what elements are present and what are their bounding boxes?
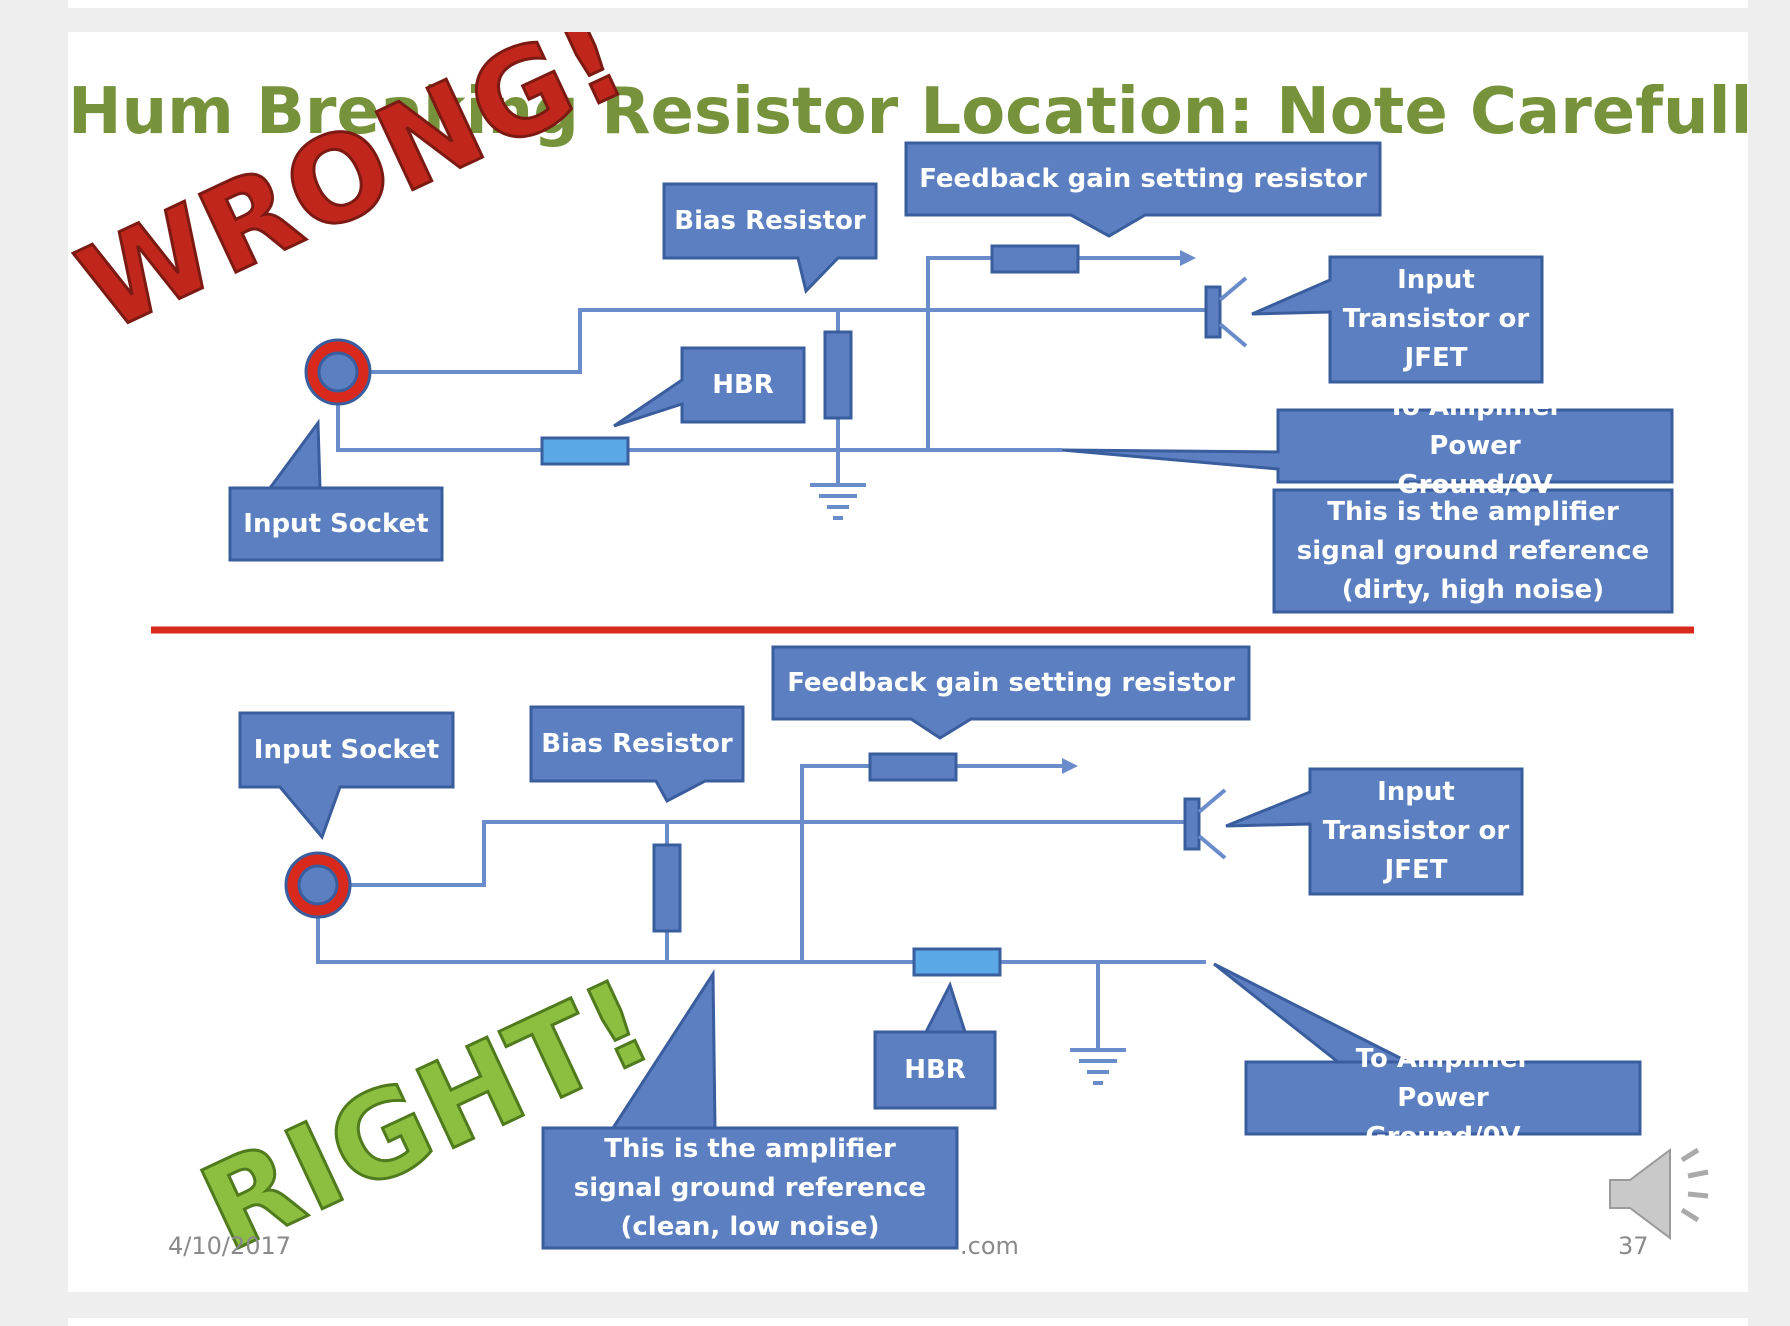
wrong-label-transistor: Input Transistor or JFET <box>1342 265 1530 373</box>
ground-symbol-icon <box>1070 1048 1126 1085</box>
right-hbr-resistor <box>912 947 1002 977</box>
wrong-label-feedback: Feedback gain setting resistor <box>919 163 1367 194</box>
wrong-label-hbr: HBR <box>712 369 774 400</box>
transistor-icon <box>1204 276 1248 348</box>
slide: Hum Breaking Resistor Location: Note Car… <box>68 32 1748 1292</box>
wrong-bias-resistor <box>823 330 853 420</box>
wrong-callout-hbr <box>613 346 806 428</box>
right-callout-signal-ground <box>541 969 959 1250</box>
wrong-callout-power-ground <box>1061 408 1674 484</box>
wrong-label-bias: Bias Resistor <box>674 205 866 236</box>
wrong-hbr-resistor <box>540 436 630 466</box>
slide-title: Hum Breaking Resistor Location: Note Car… <box>68 75 1748 149</box>
wrong-label-power-ground: To Amplifier Power Ground/0V <box>1387 391 1563 500</box>
footer-page-number: 37 <box>1618 1232 1649 1260</box>
right-label-transistor: Input Transistor or JFET <box>1322 777 1510 885</box>
speaker-icon[interactable] <box>1609 1147 1709 1240</box>
footer-website: .com <box>960 1232 1019 1260</box>
right-callout-feedback <box>771 645 1251 740</box>
next-slide-edge <box>68 1318 1748 1326</box>
previous-slide-edge <box>68 0 1748 8</box>
right-callouts <box>238 645 1642 1250</box>
right-bias-resistor <box>652 843 682 933</box>
right-callout-bias <box>529 705 745 804</box>
arrow-right-icon <box>1062 758 1078 774</box>
transistor-icon <box>1183 788 1227 860</box>
arrow-right-icon <box>1180 250 1196 266</box>
footer-date: 4/10/2017 <box>168 1232 292 1260</box>
wrong-circuit <box>304 244 1248 520</box>
wrong-callout-feedback <box>904 141 1382 238</box>
right-circuit <box>284 752 1227 1085</box>
right-callout-socket <box>238 711 455 840</box>
wrong-callout-bias <box>662 182 878 294</box>
wrong-label-socket: Input Socket <box>243 508 429 539</box>
right-label-feedback: Feedback gain setting resistor <box>787 667 1235 698</box>
right-label-bias: Bias Resistor <box>541 728 733 759</box>
wrong-callout-transistor <box>1251 255 1544 384</box>
wrong-feedback-resistor <box>990 244 1080 274</box>
right-label-signal-ground: This is the amplifier signal ground refe… <box>573 1133 927 1242</box>
right-feedback-resistor <box>868 752 958 782</box>
right-callout-transistor <box>1225 767 1524 896</box>
input-socket-icon <box>284 851 352 919</box>
right-label-power-ground: To Amplifier Power Ground/0V <box>1355 1043 1531 1152</box>
ground-symbol-icon <box>810 483 866 520</box>
wrong-callout-socket <box>228 418 444 562</box>
right-callout-hbr <box>873 981 997 1110</box>
circuit-diagram <box>151 141 1709 1250</box>
wrong-label-signal-ground: This is the amplifier signal ground refe… <box>1296 496 1650 605</box>
wrong-callouts <box>228 141 1674 614</box>
right-label-socket: Input Socket <box>253 734 440 765</box>
wrong-callout-signal-ground <box>1272 488 1674 614</box>
right-label-hbr: HBR <box>904 1054 966 1085</box>
right-callout-power-ground <box>1213 962 1642 1136</box>
input-socket-icon <box>304 338 372 406</box>
